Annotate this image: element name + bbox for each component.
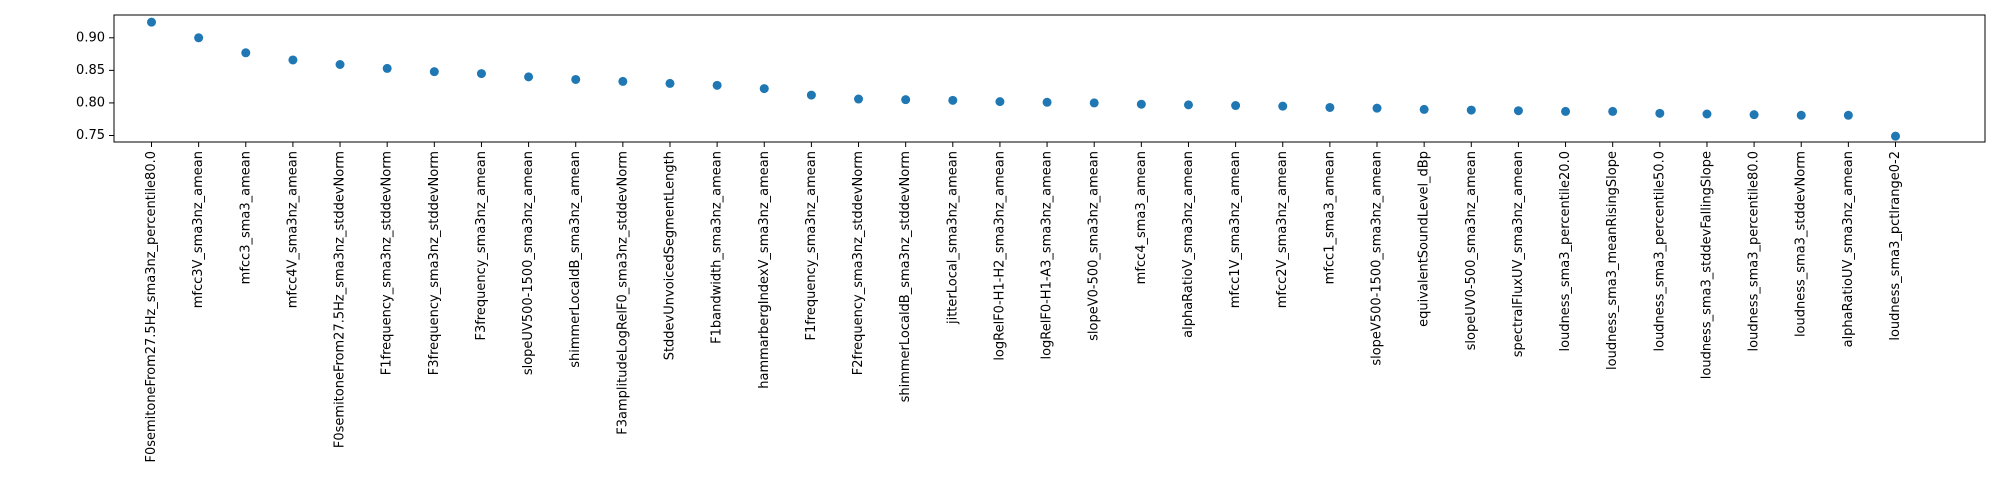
x-tick-label: mfcc1_sma3_amean [1322, 151, 1337, 284]
x-tick-label: loudness_sma3_percentile50.0 [1652, 151, 1667, 351]
x-tick-label: shimmerLocaldB_sma3nz_amean [568, 151, 583, 368]
x-tick-label: loudness_sma3_stddevFallingSlope [1699, 151, 1714, 379]
data-point [1608, 106, 1618, 116]
data-point [1513, 106, 1523, 116]
data-point [382, 63, 392, 73]
x-tick-label: mfcc2V_sma3nz_amean [1275, 151, 1290, 308]
data-point [335, 59, 345, 69]
data-point [1183, 100, 1193, 110]
x-tick-label: spectralFluxUV_sma3nz_amean [1511, 151, 1526, 357]
data-point [1702, 109, 1712, 119]
data-point [665, 78, 675, 88]
x-tick-label: hammarbergIndexV_sma3nz_amean [757, 151, 772, 389]
x-tick-label: F3amplitudeLogRelF0_sma3nz_stddevNorm [615, 151, 630, 435]
x-tick-label: loudness_sma3_pctlrange0-2 [1888, 151, 1903, 341]
data-point [1796, 110, 1806, 120]
data-point [948, 95, 958, 105]
data-point [429, 67, 439, 77]
x-tick-label: alphaRatioUV_sma3nz_amean [1841, 151, 1856, 347]
y-tick-label: 0.90 [76, 30, 105, 45]
data-point [194, 33, 204, 43]
data-point [1419, 104, 1429, 114]
data-point [476, 69, 486, 79]
data-point [854, 94, 864, 104]
data-point [524, 72, 534, 82]
x-tick-label: equivalentSoundLevel_dBp [1417, 151, 1432, 327]
data-point [901, 95, 911, 105]
data-point [1325, 102, 1335, 112]
x-tick-label: mfcc3_sma3_amean [238, 151, 253, 284]
x-tick-label: F2frequency_sma3nz_stddevNorm [851, 151, 866, 375]
data-point [288, 55, 298, 65]
x-tick-label: F1frequency_sma3nz_amean [804, 151, 819, 341]
data-point [1136, 99, 1146, 109]
data-point [1466, 105, 1476, 115]
data-point [995, 97, 1005, 107]
x-tick-label: mfcc1V_sma3nz_amean [1228, 151, 1243, 308]
x-tick-label: F3frequency_sma3nz_amean [474, 151, 489, 341]
data-point [1749, 110, 1759, 120]
data-point [1278, 101, 1288, 111]
x-tick-label: logRelF0-H1-A3_sma3nz_amean [1040, 151, 1055, 360]
x-tick-label: shimmerLocaldB_sma3nz_stddevNorm [898, 151, 913, 402]
x-tick-label: mfcc3V_sma3nz_amean [191, 151, 206, 308]
data-point [712, 80, 722, 90]
y-axis: 0.75 0.80 0.85 0.90 [76, 30, 114, 143]
data-point [806, 90, 816, 100]
data-point [147, 17, 156, 27]
data-point [1561, 106, 1571, 116]
data-point [1231, 101, 1241, 111]
x-tick-label: F3frequency_sma3nz_stddevNorm [427, 151, 442, 375]
x-tick-label: slopeV0-500_sma3nz_amean [1087, 151, 1102, 341]
x-tick-label: F1bandwidth_sma3nz_amean [710, 151, 725, 344]
y-tick-label: 0.80 [76, 95, 105, 110]
data-point [759, 84, 769, 94]
plot-area [113, 14, 1986, 143]
x-tick-label: loudness_sma3_percentile20.0 [1558, 151, 1573, 351]
x-tick-label: alphaRatioV_sma3nz_amean [1181, 151, 1196, 338]
data-point [618, 76, 628, 86]
data-point [1042, 97, 1052, 107]
x-tick-label: slopeUV500-1500_sma3nz_amean [521, 151, 536, 375]
x-tick-label: StddevUnvoicedSegmentLength [662, 151, 677, 360]
data-point [1372, 103, 1382, 113]
data-point [1891, 131, 1900, 141]
x-tick-label: mfcc4V_sma3nz_amean [285, 151, 300, 308]
data-point [1843, 110, 1853, 120]
data-point [241, 48, 251, 58]
data-point [1089, 98, 1099, 108]
x-tick-label: F0semitoneFrom27.5Hz_sma3nz_percentile80… [144, 151, 159, 463]
plot-frame [113, 14, 1986, 143]
x-axis: F0semitoneFrom27.5Hz_sma3nz_percentile80… [144, 142, 1903, 463]
x-tick-label: loudness_sma3_meanRisingSlope [1605, 151, 1620, 370]
x-tick-label: loudness_sma3_stddevNorm [1794, 151, 1809, 337]
x-tick-label: loudness_sma3_percentile80.0 [1747, 151, 1762, 351]
x-tick-label: logRelF0-H1-H2_sma3nz_amean [992, 151, 1007, 361]
data-point [1655, 108, 1665, 118]
y-tick-label: 0.75 [76, 128, 105, 143]
x-tick-label: mfcc4_sma3_amean [1134, 151, 1149, 284]
x-tick-label: slopeV500-1500_sma3nz_amean [1370, 151, 1385, 366]
x-tick-label: F0semitoneFrom27.5Hz_sma3nz_stddevNorm [333, 151, 348, 448]
y-tick-label: 0.85 [76, 63, 105, 78]
data-point [571, 74, 581, 84]
x-tick-label: jitterLocal_sma3nz_amean [945, 151, 960, 325]
data-points [147, 17, 1900, 141]
x-tick-label: slopeUV0-500_sma3nz_amean [1464, 151, 1479, 350]
x-tick-label: F1frequency_sma3nz_stddevNorm [380, 151, 395, 375]
